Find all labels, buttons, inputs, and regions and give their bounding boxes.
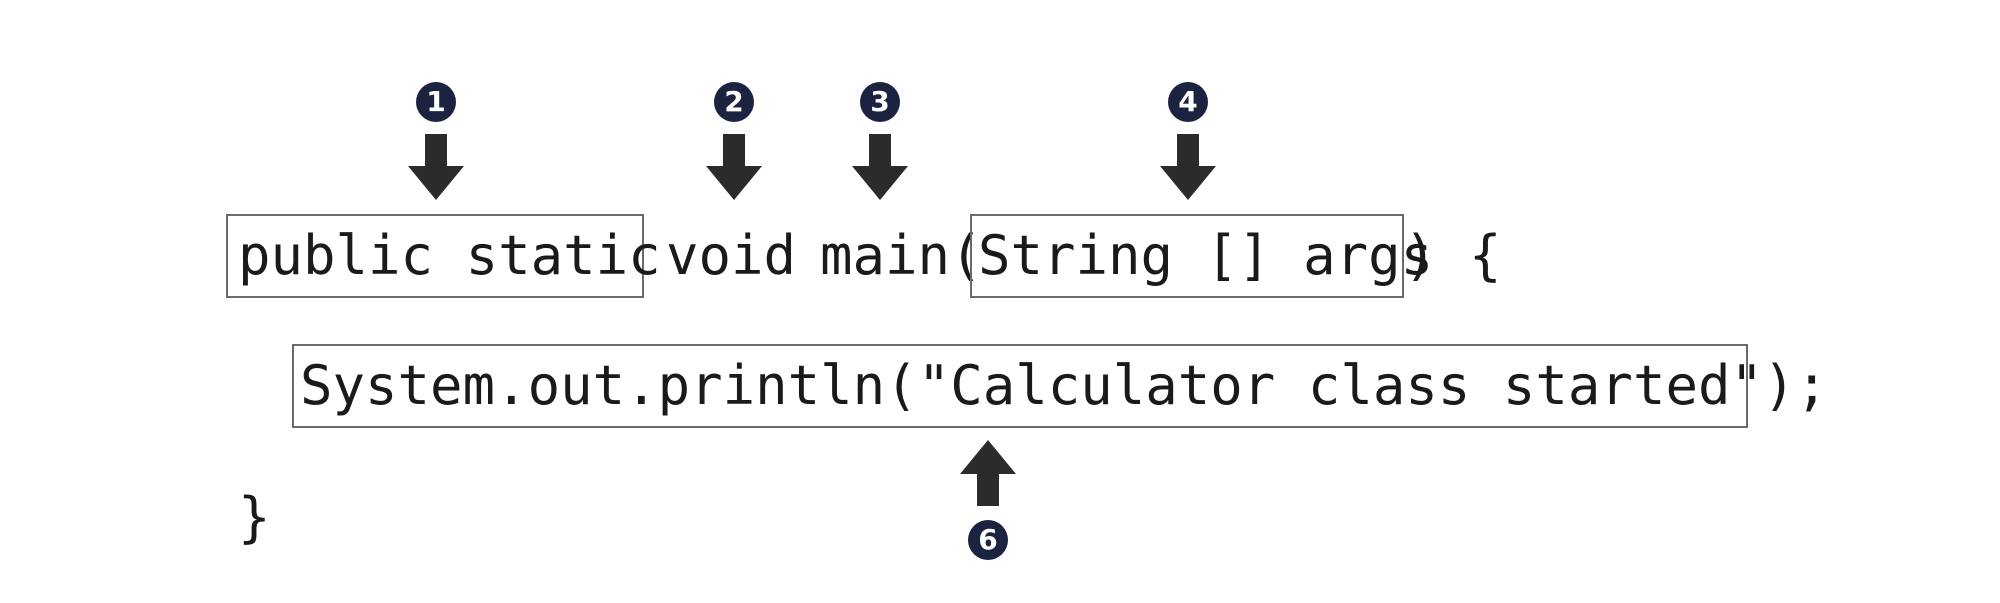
- down-arrow-icon: [1160, 134, 1216, 200]
- method-open-brace-code: ) {: [1404, 224, 1502, 287]
- callout-3: 3: [852, 82, 908, 200]
- callout-number-badge: 4: [1168, 82, 1208, 122]
- parameters-code: String [] args: [978, 224, 1434, 287]
- modifiers-highlight-box: [226, 214, 644, 298]
- callout-number-badge: 1: [416, 82, 456, 122]
- callout-number-badge: 3: [860, 82, 900, 122]
- callout-2: 2: [706, 82, 762, 200]
- modifiers-code: public static: [238, 224, 661, 287]
- callout-number-badge: 2: [714, 82, 754, 122]
- return-type-code: void: [666, 224, 797, 287]
- closing-brace-code: }: [238, 486, 271, 549]
- method-name-code: main(: [820, 224, 983, 287]
- down-arrow-icon: [852, 134, 908, 200]
- up-arrow-icon: [960, 440, 1016, 506]
- callout-1: 1: [408, 82, 464, 200]
- parameters-highlight-box: [970, 214, 1404, 298]
- down-arrow-icon: [706, 134, 762, 200]
- down-arrow-icon: [408, 134, 464, 200]
- callout-4: 4: [1160, 82, 1216, 200]
- println-statement-code: System.out.println("Calculator class sta…: [300, 354, 1829, 417]
- callout-number-badge: 6: [968, 520, 1008, 560]
- statement-highlight-box: [292, 344, 1748, 428]
- callout-6: 6: [960, 440, 1016, 560]
